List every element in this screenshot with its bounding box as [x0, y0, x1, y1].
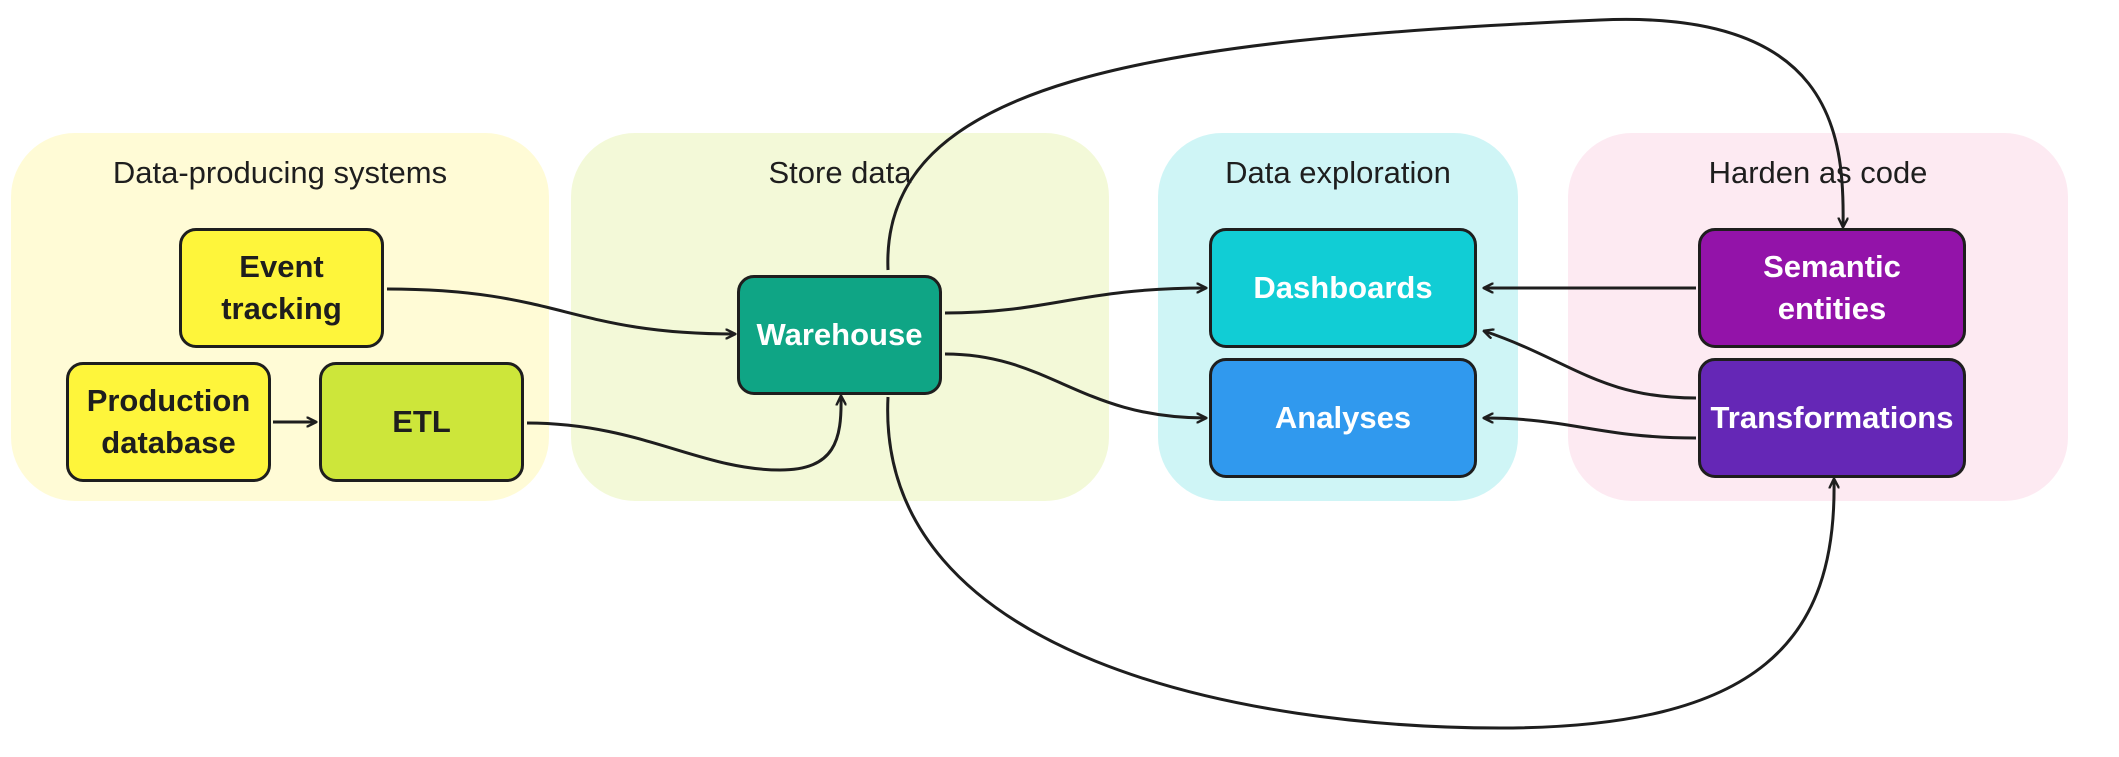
node-semantic-entities[interactable]: Semantic entities — [1698, 228, 1966, 348]
node-etl[interactable]: ETL — [319, 362, 524, 482]
node-label: ETL — [392, 404, 451, 439]
node-label: Transformations — [1710, 400, 1954, 435]
node-label: Warehouse — [756, 317, 923, 352]
node-transformations[interactable]: Transformations — [1698, 358, 1966, 478]
node-label: Dashboards — [1253, 270, 1433, 305]
group-title: Harden as code — [1708, 155, 1928, 190]
node-label: Analyses — [1274, 400, 1412, 435]
group-title: Store data — [768, 155, 912, 190]
node-production-database[interactable]: Production database — [66, 362, 271, 482]
node-label: Production database — [86, 383, 251, 460]
node-label: Semantic entities — [1763, 249, 1901, 326]
node-event-tracking[interactable]: Event tracking — [179, 228, 384, 348]
node-warehouse[interactable]: Warehouse — [737, 275, 942, 395]
node-dashboards[interactable]: Dashboards — [1209, 228, 1477, 348]
node-label: Event tracking — [221, 249, 342, 326]
group-title: Data-producing systems — [112, 155, 448, 190]
node-analyses[interactable]: Analyses — [1209, 358, 1477, 478]
group-title: Data exploration — [1225, 155, 1451, 190]
